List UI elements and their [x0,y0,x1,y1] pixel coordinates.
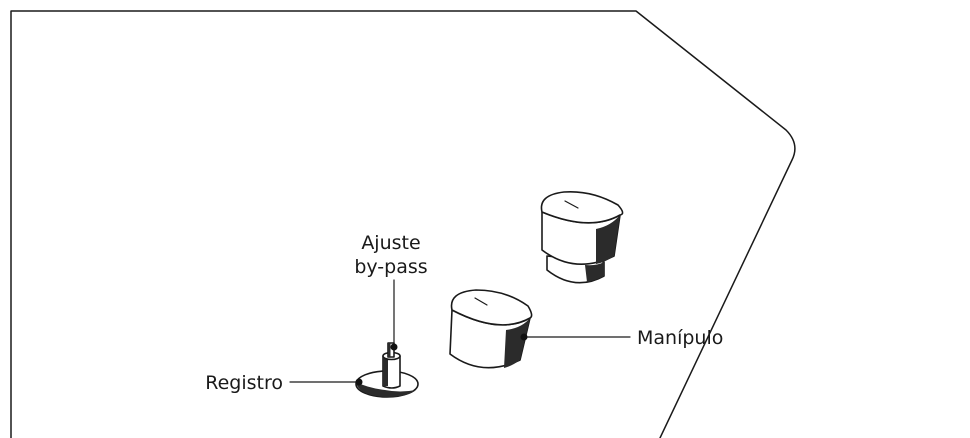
callout-bypass: Ajuste by-pass [354,232,428,351]
callout-register: Registro [205,372,363,394]
upper-knob [540,190,624,284]
label-register: Registro [205,372,283,394]
knob-manipulo [449,289,533,369]
callout-dot-knob [520,333,528,341]
callout-knob: Manípulo [520,327,723,349]
panel-outline [10,10,796,438]
callout-dot-bypass [390,343,398,351]
label-knob: Manípulo [637,327,723,349]
callout-dot-register [355,378,363,386]
label-bypass-line1: Ajuste [361,232,420,254]
register-valve [355,342,419,398]
label-bypass-line2: by-pass [354,256,427,278]
